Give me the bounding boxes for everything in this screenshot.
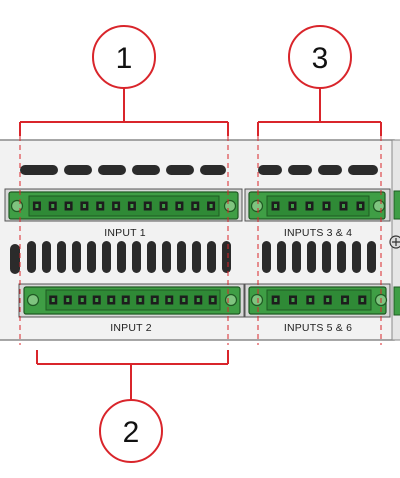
- ground-screw-icon: [389, 235, 400, 249]
- terminal-pin-slot: [109, 298, 113, 302]
- callout-3: 3: [257, 25, 382, 345]
- terminal-pin-slot: [274, 204, 277, 208]
- terminal-pin-slot: [35, 204, 39, 208]
- label-inputs-5-6: INPUTS 5 & 6: [284, 322, 352, 334]
- terminal-pin-slot: [343, 298, 347, 302]
- connector-partial-bottom: [393, 286, 400, 316]
- connector-input-2: [18, 283, 245, 318]
- connector-input-1: [4, 188, 243, 222]
- terminal-pin-slot: [209, 204, 213, 208]
- label-input-1: INPUT 1: [104, 227, 145, 239]
- terminal-pin-slot: [196, 298, 200, 302]
- connector-inputs-5-6: [244, 283, 391, 318]
- terminal-pin-slot: [114, 204, 118, 208]
- terminal-pin-slot: [325, 204, 328, 208]
- terminal-pin-slot: [146, 204, 150, 208]
- terminal-pin-slot: [182, 298, 186, 302]
- terminal-pin-slot: [51, 204, 55, 208]
- terminal-pin-slot: [130, 204, 134, 208]
- terminal-pin-slot: [291, 298, 295, 302]
- connector-partial-top: [393, 190, 400, 220]
- callout-1: 1: [19, 25, 229, 345]
- label-input-2: INPUT 2: [110, 322, 151, 334]
- terminal-pin-slot: [124, 298, 128, 302]
- vent-row-middle: [10, 241, 376, 274]
- terminal-pin-slot: [162, 204, 166, 208]
- terminal-pin-slot: [211, 298, 215, 302]
- callout-2-number: 2: [123, 416, 140, 449]
- terminal-pin-slot: [359, 204, 362, 208]
- terminal-pin-slot: [326, 298, 330, 302]
- terminal-pin-slot: [138, 298, 142, 302]
- terminal-pin-slot: [308, 204, 311, 208]
- terminal-pin-slot: [67, 204, 71, 208]
- terminal-pin-slot: [167, 298, 171, 302]
- terminal-pin-slot: [82, 204, 86, 208]
- terminal-pin-slot: [80, 298, 84, 302]
- terminal-pin-slot: [342, 204, 345, 208]
- callout-1-number: 1: [116, 42, 133, 75]
- terminal-pin-slot: [95, 298, 99, 302]
- callout-2: 2: [36, 350, 229, 463]
- terminal-pin-slot: [98, 204, 102, 208]
- terminal-pin-slot: [51, 298, 55, 302]
- terminal-pin-slot: [66, 298, 70, 302]
- terminal-pin-slot: [291, 204, 294, 208]
- connector-inputs-3-4: [244, 188, 391, 222]
- vent-row-top: [20, 165, 378, 175]
- terminal-pin-slot: [274, 298, 278, 302]
- terminal-pin-slot: [308, 298, 312, 302]
- terminal-pin-slot: [177, 204, 181, 208]
- callout-3-number: 3: [312, 42, 329, 75]
- label-inputs-3-4: INPUTS 3 & 4: [284, 227, 352, 239]
- terminal-pin-slot: [193, 204, 197, 208]
- terminal-pin-slot: [360, 298, 364, 302]
- terminal-pin-slot: [153, 298, 157, 302]
